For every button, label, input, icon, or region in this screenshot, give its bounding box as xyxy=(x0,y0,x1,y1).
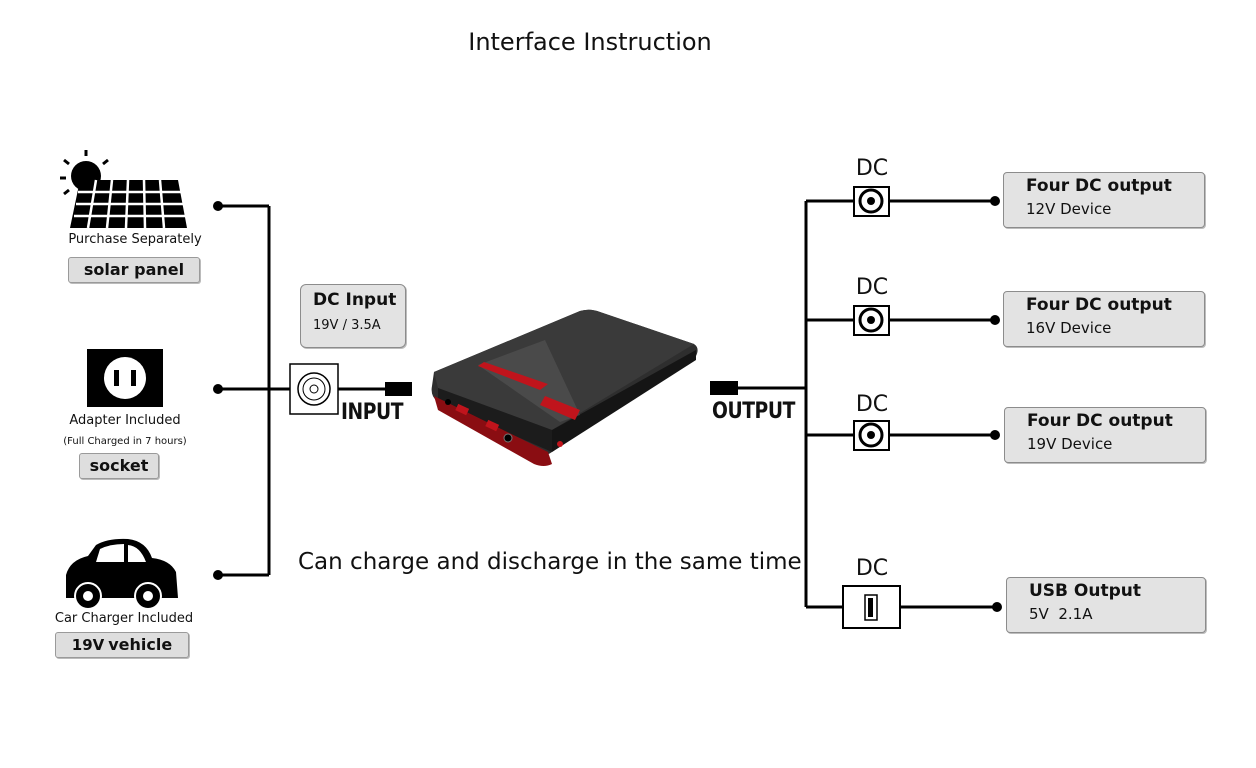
output-box-16v: Four DC output 16V Device xyxy=(1003,291,1205,347)
socket-tag: socket xyxy=(79,453,159,479)
car-icon xyxy=(66,539,178,609)
vehicle-voltage: 19V xyxy=(72,636,104,654)
output-spec: 5V 2.1A xyxy=(1029,605,1205,623)
adapter-note: (Full Charged in 7 hours) xyxy=(40,436,210,447)
connector-dot xyxy=(992,602,1002,612)
output-title: Four DC output xyxy=(1026,295,1204,315)
adapter-caption: Adapter Included xyxy=(40,413,210,428)
usb-port-icon xyxy=(843,586,900,628)
output-box-12v: Four DC output 12V Device xyxy=(1003,172,1205,228)
vehicle-label: vehicle xyxy=(108,635,172,654)
dc-port-icon xyxy=(854,306,889,335)
power-socket-icon xyxy=(87,349,163,407)
connector-dot xyxy=(213,570,223,580)
solar-panel-icon xyxy=(0,0,187,228)
car-caption: Car Charger Included xyxy=(38,611,210,626)
dc-port-icon xyxy=(290,364,338,414)
usb-port-label: DC xyxy=(842,556,902,581)
connector-dot xyxy=(990,430,1000,440)
charge-discharge-note: Can charge and discharge in the same tim… xyxy=(298,549,802,575)
dc-port-icon xyxy=(854,187,889,216)
output-box-usb: USB Output 5V 2.1A xyxy=(1006,577,1206,633)
dc-port-icon xyxy=(854,421,889,450)
input-plug xyxy=(385,382,412,396)
connector-dot xyxy=(990,315,1000,325)
dc-input-box: DC Input 19V / 3.5A xyxy=(300,284,406,348)
dc-input-title: DC Input xyxy=(313,290,405,310)
dc-input-spec: 19V / 3.5A xyxy=(313,318,405,333)
dc-port-label: DC xyxy=(842,156,902,181)
connector-dot xyxy=(213,384,223,394)
connector-dot xyxy=(213,201,223,211)
output-spec: 12V Device xyxy=(1026,200,1204,218)
solar-panel-tag: solar panel xyxy=(68,257,200,283)
output-box-19v: Four DC output 19V Device xyxy=(1004,407,1206,463)
output-label: OUTPUT xyxy=(712,399,795,424)
power-bank-image xyxy=(432,310,698,466)
output-spec: 16V Device xyxy=(1026,319,1204,337)
output-plug xyxy=(710,381,738,395)
output-title: Four DC output xyxy=(1026,176,1204,196)
dc-port-label: DC xyxy=(842,275,902,300)
output-title: USB Output xyxy=(1029,581,1205,601)
dc-port-label: DC xyxy=(842,392,902,417)
input-label: INPUT xyxy=(341,400,403,425)
connector-dot xyxy=(990,196,1000,206)
output-spec: 19V Device xyxy=(1027,435,1205,453)
output-title: Four DC output xyxy=(1027,411,1205,431)
solar-caption: Purchase Separately xyxy=(50,232,220,247)
